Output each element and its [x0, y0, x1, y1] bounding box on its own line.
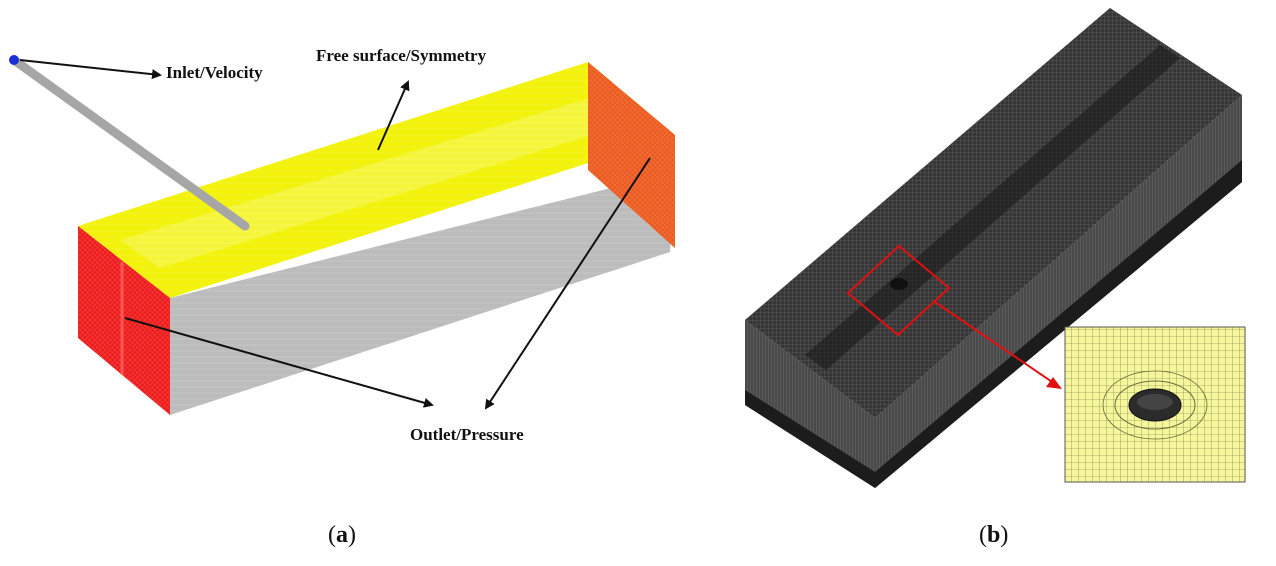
zoom-arrow — [934, 301, 1059, 387]
mesh-front-face — [745, 320, 875, 488]
caption-a-letter: a — [336, 522, 348, 548]
outlet-label: Outlet/Pressure — [410, 425, 524, 444]
panel-a-diagram — [9, 55, 675, 415]
caption-b-letter: b — [987, 522, 1001, 548]
caption-b-close: ) — [1000, 522, 1009, 548]
free-surface-label: Free surface/Symmetry — [316, 46, 487, 65]
caption-b-open: ( — [979, 522, 987, 548]
cylinder-marker — [890, 278, 908, 290]
inlet-arrow — [19, 59, 162, 80]
inlet-label: Inlet/Velocity — [166, 63, 263, 82]
panel-b-diagram — [745, 8, 1246, 488]
outlet-arrow-far — [484, 157, 651, 410]
caption-a: (a) — [328, 522, 356, 549]
caption-a-open: ( — [328, 522, 336, 548]
inlet-dot — [9, 55, 19, 65]
inlet-pipe — [9, 55, 250, 231]
caption-a-close: ) — [348, 522, 356, 548]
free-surface-arrow — [377, 80, 410, 151]
zoom-inset — [1064, 326, 1246, 483]
highlight-box — [846, 244, 951, 337]
outlet-arrow-near — [124, 317, 434, 408]
caption-b: (b) — [979, 522, 1008, 549]
